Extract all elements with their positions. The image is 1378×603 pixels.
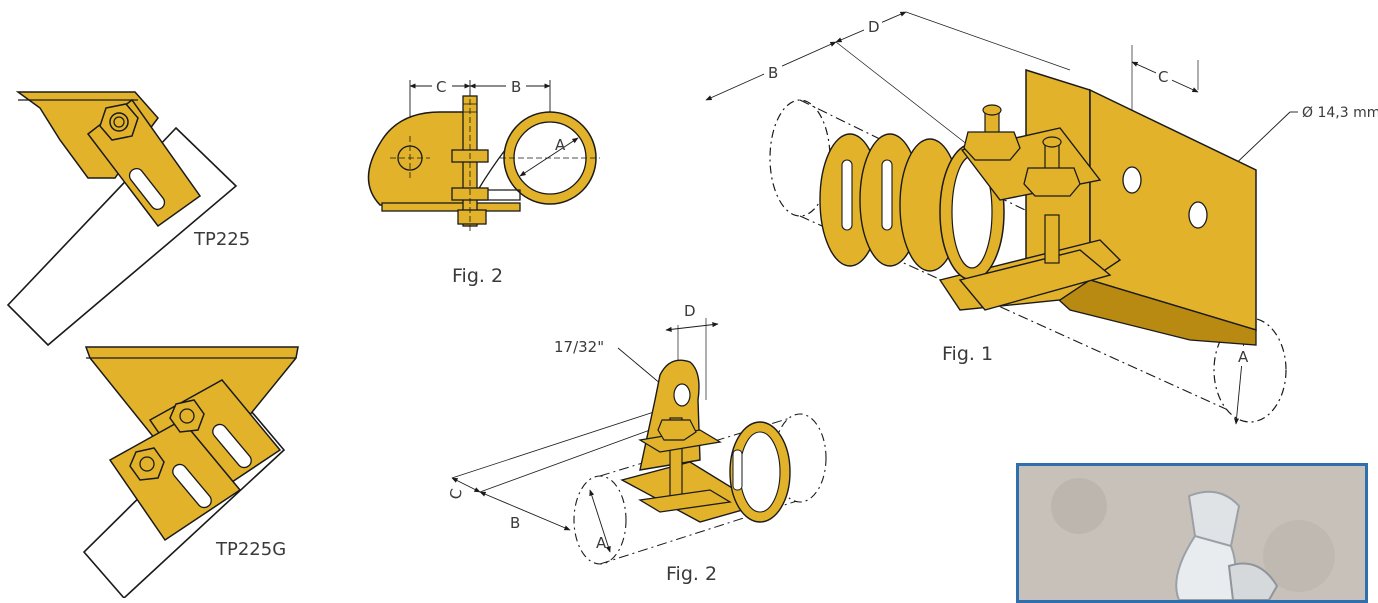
tp225g-nut-lower-icon [129,447,165,481]
fig1-bolt-left [963,104,1021,161]
fig1-hole-diameter-label: Ø 14,3 mm [1302,105,1378,121]
fig1-isometric-view: B D C Ø 14,3 mm A [705,11,1378,425]
fig2-bottom-dim-a: A [596,534,607,552]
fig1-dim-a: A [1238,348,1249,366]
clamp-photo-icon [1019,466,1365,600]
fig2-bottom-caption: Fig. 2 [666,563,717,585]
tp225-label: TP225 [193,229,250,250]
fig1-pipe-end [1213,317,1287,423]
fig2-isometric-view: D 17/32" C B A Fig. 2 [446,302,827,585]
fig2-top-caption: Fig. 2 [452,265,503,287]
fig1-dim-d: D [868,18,880,36]
tp225g-nut-upper-icon [169,399,205,433]
tp225g-label: TP225G [215,539,286,560]
fig1-dim-b: B [768,64,778,82]
fig1-bolt-right [1023,136,1081,264]
fig1-caption: Fig. 1 [942,343,993,365]
fig2-bottom-dim-d: D [684,302,696,320]
fig2-top-dim-b: B [511,78,521,96]
tp225-clamp-illustration: TP225 [6,91,250,347]
product-photo [1016,463,1368,603]
fig1-clamp-rings [819,133,1005,281]
fig2-bottom-hole-label: 17/32" [554,338,604,356]
fig2-top-dim-a: A [555,136,566,154]
fig1-dim-c: C [1158,68,1168,86]
fig2-bottom-dim-c: C [446,487,466,500]
fig2-bottom-dim-b: B [510,514,520,532]
fig2-side-view: C B A Fig. 2 [367,76,600,287]
fig2-top-dim-c: C [436,78,446,96]
tp225g-clamp-illustration: TP225G [82,346,299,598]
